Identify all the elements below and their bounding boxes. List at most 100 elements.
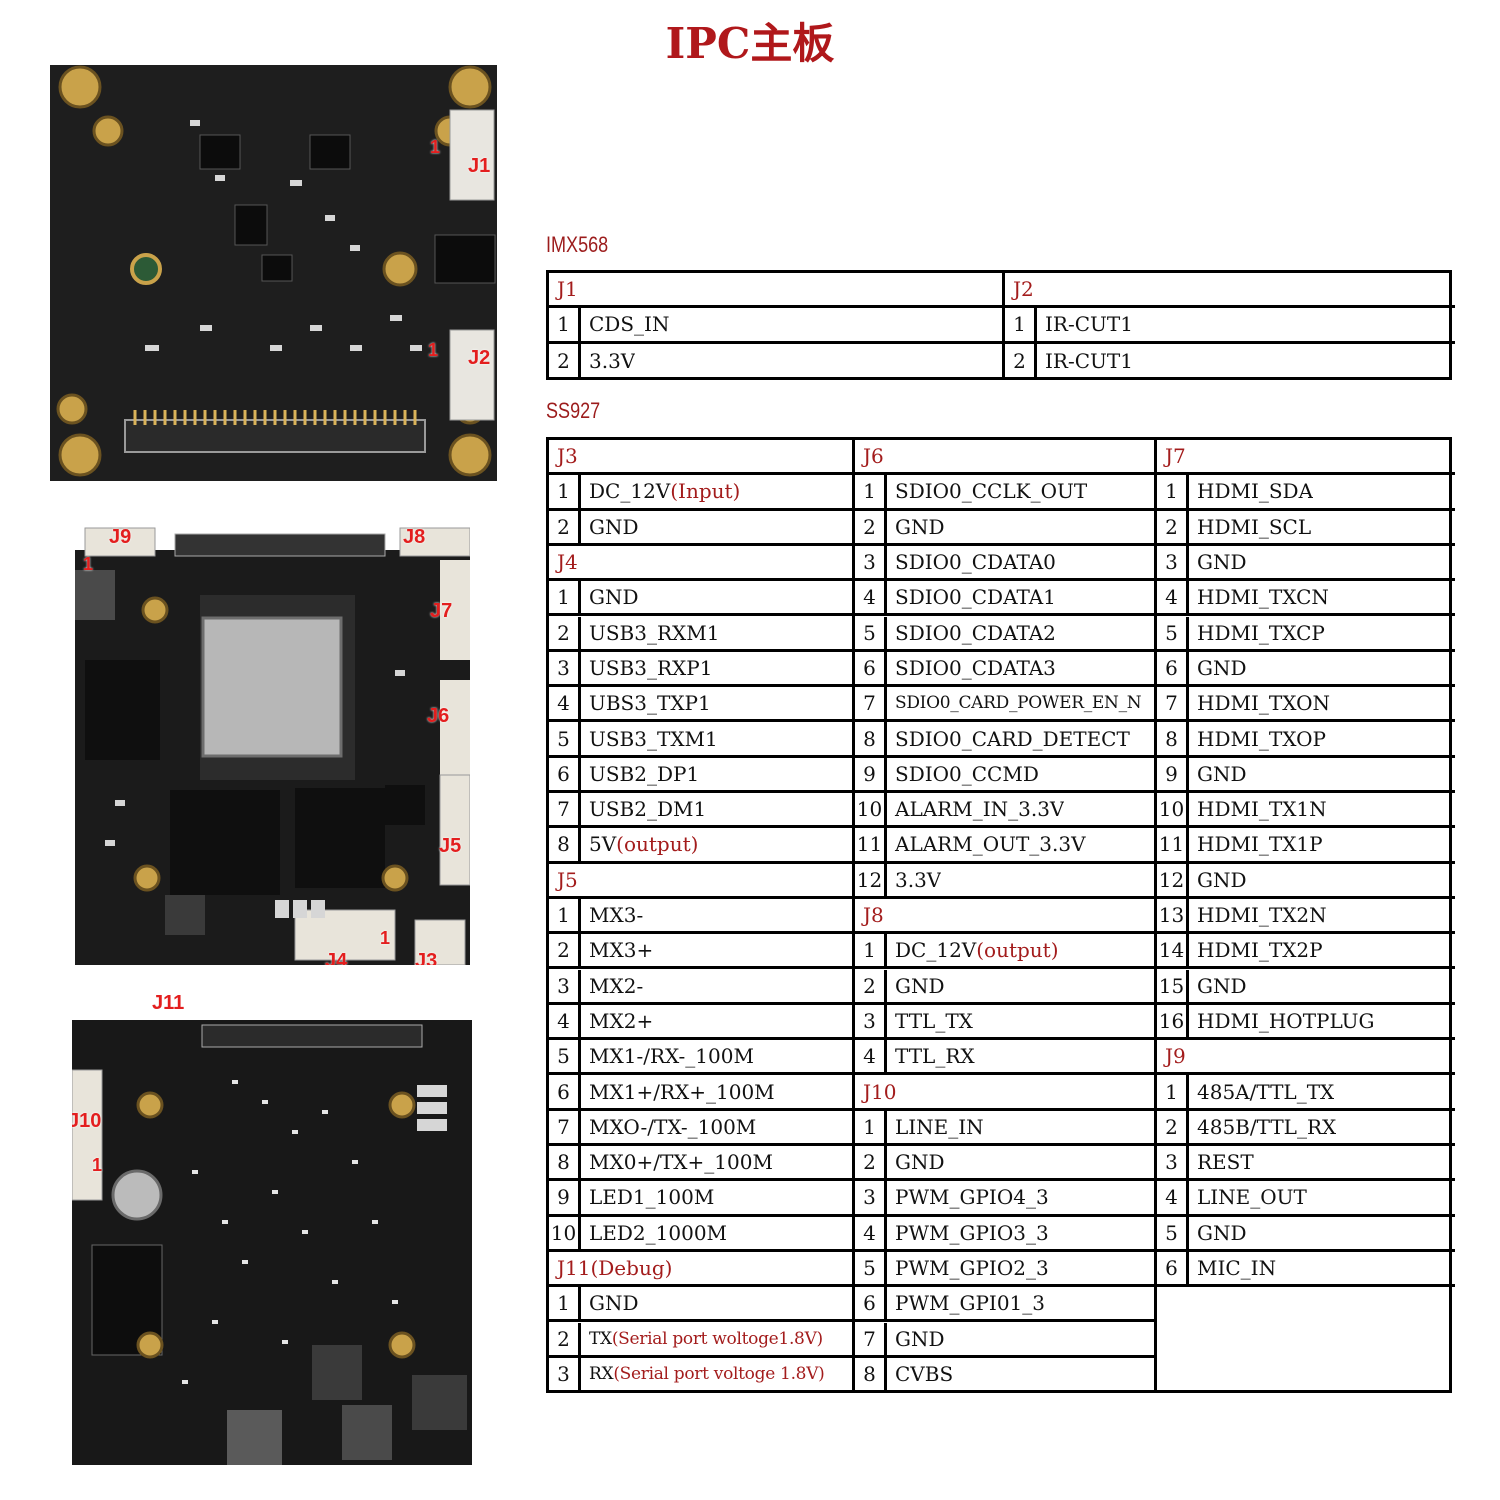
pin-signal: MX2+ [581, 1009, 653, 1033]
pin-signal-name: USB3_RXP1 [589, 655, 713, 680]
pin-number: 2 [549, 616, 581, 649]
pin-signal: TTL_RX [887, 1044, 975, 1068]
pin-number: 3 [855, 1181, 887, 1214]
pin1-marker: 1 [380, 928, 391, 948]
pin-signal-name: PWM_GPIO2_3 [895, 1256, 1049, 1281]
pin-signal: TTL_TX [887, 1009, 973, 1033]
pin-number: 1 [855, 1110, 887, 1143]
pin-signal: PWM_GPIO2_3 [887, 1256, 1049, 1280]
pin-number: 10 [855, 793, 887, 826]
pin-signal: SDIO0_CCLK_OUT [887, 479, 1087, 503]
pin-signal-note: (Serial port woltoge1.8V) [611, 1328, 823, 1349]
connector-header-row: J10 [855, 1075, 1154, 1111]
pin-signal-name: GND [589, 514, 639, 539]
pin-number: 10 [1157, 793, 1189, 826]
connector-header: J11(Debug) [557, 1256, 673, 1281]
pin-signal-name: GND [895, 514, 945, 539]
pin-signal-name: GND [895, 1326, 945, 1351]
pin-signal: RX(Serial port voltoge 1.8V) [581, 1364, 825, 1384]
pin-signal-name: GND [1197, 973, 1247, 998]
pin-number: 10 [549, 1216, 581, 1249]
pin-signal: MX1+/RX+_100M [581, 1080, 775, 1104]
pin-number: 2 [549, 343, 581, 379]
connector-header: J8 [863, 903, 884, 928]
pin-signal-name: MX1-/RX-_100M [589, 1044, 754, 1069]
pin-signal-name: HDMI_SDA [1197, 479, 1314, 504]
pin-number: 2 [855, 510, 887, 543]
pin-signal: DC_12V(Input) [581, 479, 740, 503]
pin-signal: 3.3V [887, 868, 941, 892]
pin-signal-name: LED1_100M [589, 1185, 715, 1210]
connector-header-row: J9 [1157, 1040, 1455, 1076]
pin-number: 1 [549, 898, 581, 932]
pin-number: 1 [549, 1287, 581, 1320]
pin-number: 5 [1157, 616, 1189, 649]
pin-signal: HDMI_TX2P [1189, 938, 1323, 962]
connector-header: J10 [863, 1079, 897, 1104]
pin-signal: MIC_IN [1189, 1256, 1276, 1280]
pin-signal-name: CVBS [895, 1361, 954, 1386]
pin-row: 2 MX3+ [549, 934, 852, 970]
pin-number: 2 [1157, 1110, 1189, 1143]
j2-pin1-marker: 1 [428, 340, 439, 360]
pin-signal-name: GND [589, 585, 639, 610]
pin-row: 2 GND [855, 510, 1154, 546]
pin-number: 3 [855, 1004, 887, 1038]
pin-signal: USB3_RXM1 [581, 621, 719, 645]
pin-number: 7 [855, 687, 887, 720]
pin-number: 1 [549, 308, 581, 341]
pin-signal-name: TX [589, 1328, 612, 1349]
pin-number: 16 [1157, 1004, 1189, 1038]
pin-signal: ALARM_OUT_3.3V [887, 832, 1086, 856]
pin-signal: GND [1189, 868, 1247, 892]
pin-signal-name: MX3+ [589, 938, 654, 963]
imx568-section-title: IMX568 [546, 232, 609, 257]
pin-number: 14 [1157, 934, 1189, 967]
pin-signal: MX1-/RX-_100M [581, 1044, 754, 1068]
pin-signal: MX2- [581, 974, 643, 998]
j9-connector-label: J9 [109, 526, 132, 548]
pin-signal: HDMI_TX1P [1189, 832, 1323, 856]
pin-row: 9 SDIO0_CCMD [855, 757, 1154, 793]
pin-number: 2 [549, 934, 581, 967]
pin-signal-name: TTL_TX [895, 1008, 973, 1033]
pin-signal: USB3_RXP1 [581, 656, 712, 680]
pin-number: 8 [855, 1357, 887, 1391]
pin-signal-name: SDIO0_CCMD [895, 761, 1039, 786]
pin-number: 9 [855, 757, 887, 790]
pin-signal: GND [1189, 762, 1247, 786]
pin-signal-name: USB2_DP1 [589, 761, 700, 786]
pin-number: 1 [1005, 308, 1037, 341]
pin-signal: SDIO0_CDATA2 [887, 621, 1056, 645]
pin-signal-name: ALARM_OUT_3.3V [895, 832, 1086, 857]
pin-signal-name: USB2_DM1 [589, 797, 707, 822]
pin-number: 4 [1157, 1181, 1189, 1214]
pin-signal-name: HDMI_TX1P [1197, 832, 1323, 857]
pin-signal: REST [1189, 1150, 1254, 1174]
j2-header: J2 [1013, 277, 1034, 302]
